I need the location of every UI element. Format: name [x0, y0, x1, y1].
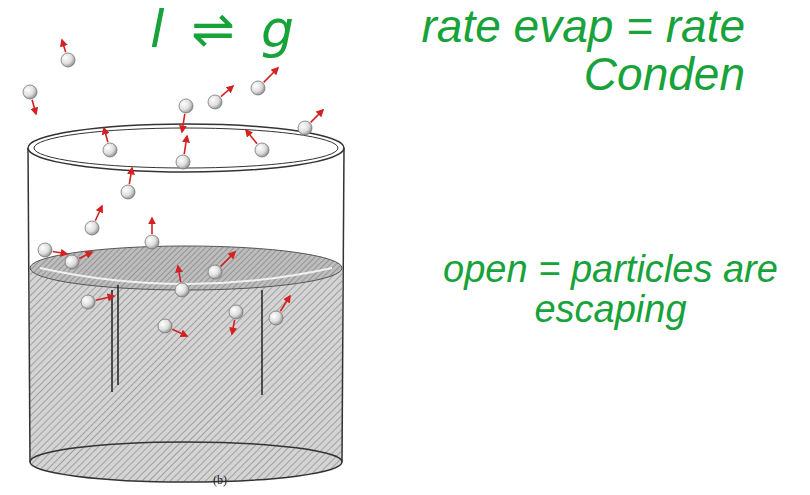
motion-arrow — [104, 128, 108, 142]
motion-arrow — [32, 100, 36, 114]
motion-arrow — [221, 252, 235, 266]
motion-arrow — [221, 86, 233, 97]
particle — [23, 85, 37, 114]
particle — [65, 252, 92, 269]
motion-arrow — [53, 251, 67, 254]
particle — [269, 296, 290, 325]
motion-arrow — [311, 110, 323, 122]
molecule — [103, 143, 117, 157]
particle — [246, 130, 269, 157]
motion-arrow — [172, 329, 187, 336]
rod — [261, 290, 263, 395]
molecule — [229, 305, 243, 319]
particles — [23, 40, 323, 336]
molecule — [251, 81, 265, 95]
molecule — [121, 185, 135, 199]
liquid-surface — [30, 246, 342, 290]
particle — [81, 295, 114, 309]
beaker-rim — [34, 128, 338, 168]
equilibrium-equation: l ⇌ g — [150, 2, 350, 57]
particle — [85, 206, 102, 235]
molecule — [175, 283, 189, 297]
motion-arrow — [182, 114, 185, 132]
liquid — [30, 268, 342, 462]
molecule — [176, 155, 190, 169]
molecule — [208, 265, 222, 279]
motion-arrow — [246, 130, 257, 144]
particle — [179, 99, 193, 132]
molecule — [145, 235, 159, 249]
rate-note: rate evap = rate Conden — [345, 2, 805, 99]
particle — [158, 319, 187, 336]
motion-arrow — [79, 252, 92, 258]
molecule — [298, 121, 312, 135]
molecule — [208, 95, 222, 109]
molecule — [269, 311, 283, 325]
figure-label: (b) — [200, 474, 240, 487]
molecule — [85, 221, 99, 235]
motion-arrow — [95, 206, 102, 221]
motion-arrow — [232, 320, 235, 334]
motion-arrow — [280, 296, 290, 311]
beaker-bottom — [30, 442, 342, 482]
rod — [117, 285, 119, 385]
motion-arrow — [129, 168, 132, 184]
surface-highlight — [40, 268, 332, 284]
particle — [229, 305, 243, 334]
beaker-wall — [28, 148, 30, 462]
beaker-rim — [28, 124, 344, 172]
molecule — [65, 255, 79, 269]
particle — [145, 218, 159, 249]
motion-arrow — [151, 218, 153, 234]
molecule — [81, 295, 95, 309]
rod — [111, 290, 113, 392]
molecule — [23, 85, 37, 99]
particle — [208, 86, 233, 109]
open-note: open = particles are escaping — [418, 250, 803, 330]
motion-arrow — [184, 136, 187, 154]
molecule — [158, 319, 172, 333]
beaker-wall — [342, 148, 344, 462]
particle — [61, 40, 75, 67]
motion-arrow — [264, 68, 278, 82]
particle — [175, 266, 189, 297]
particle — [298, 110, 323, 135]
motion-arrow — [96, 296, 114, 300]
molecule — [255, 143, 269, 157]
particle — [208, 252, 235, 279]
particle — [251, 68, 278, 95]
particle — [176, 136, 190, 169]
motion-arrow — [178, 266, 181, 282]
molecule — [38, 243, 52, 257]
motion-arrow — [62, 40, 66, 52]
molecule — [179, 99, 193, 113]
particle — [103, 128, 117, 157]
molecule — [61, 53, 75, 67]
particle — [38, 243, 67, 257]
particle — [121, 168, 135, 199]
